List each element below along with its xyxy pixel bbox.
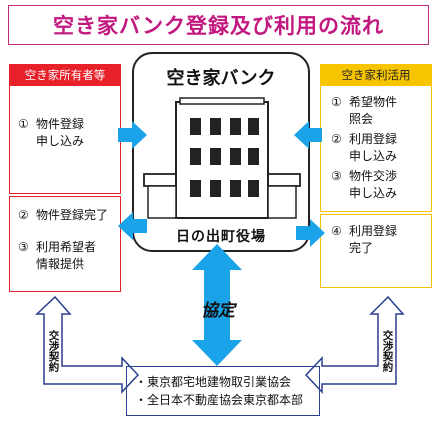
step-number: ③ [331,169,342,183]
step-text: 情報提供 [36,257,85,271]
owner-step-1: ① 物件登録 申し込み [18,116,84,150]
right-negotiation-label: 交渉契約 [381,330,394,372]
association-item: ・全日本不動産協会東京都本部 [135,393,304,407]
owner-step-2: ② 物件登録完了 [18,207,108,224]
user-step-3: ③ 物件交渉 申し込み [331,168,397,202]
step-number: ② [331,132,342,146]
step-number: ③ [18,240,29,254]
step-text: 申し込み [349,149,398,163]
step-number: ④ [331,224,342,238]
user-step-2: ② 利用登録 申し込み [331,131,397,165]
agreement-arrow [192,244,242,366]
page-title: 空き家バンク登録及び利用の流れ [8,5,429,45]
step-text: 物件交渉 [349,169,398,183]
user-step-4: ④ 利用登録 完了 [331,223,397,257]
step-text: 申し込み [349,186,398,200]
step-text: 利用登録 [349,132,398,146]
left-negotiation-label: 交渉契約 [47,330,60,372]
user-step-1: ① 希望物件 照会 [331,94,397,128]
right-negotiation-arrow [304,295,405,394]
owner-request-box: ① 物件登録 申し込み [9,86,121,194]
step-text: 申し込み [36,134,85,148]
bank-to-owner-arrow [118,212,147,240]
owner-to-bank-arrow [118,121,147,149]
bank-title: 空き家バンク [166,68,276,89]
step-number: ① [331,95,342,109]
association-item: ・東京都宅地建物取引業協会 [135,375,292,389]
user-result-box: ④ 利用登録 完了 [320,214,432,288]
step-text: 利用登録 [349,224,398,238]
owner-result-box: ② 物件登録完了 ③ 利用希望者 情報提供 [9,196,121,292]
agreement-label: 協定 [201,301,235,321]
step-text: 希望物件 [349,95,398,109]
akiya-bank-box: 空き家バンク 日の出町役場 [132,52,310,252]
step-number: ① [18,117,29,131]
bank-to-user-arrow [296,219,325,247]
step-text: 物件登録 [36,117,85,131]
real-estate-associations-box: ・東京都宅地建物取引業協会 ・全日本不動産協会東京都本部 [126,366,320,416]
user-header: 空き家利活用 [320,64,432,86]
step-text: 照会 [349,112,374,126]
town-office-label: 日の出町役場 [176,229,266,245]
office-building-icon [143,97,301,219]
owner-step-3: ③ 利用希望者 情報提供 [18,239,96,273]
step-text: 完了 [349,241,374,255]
user-to-bank-arrow [294,121,322,149]
user-request-box: ① 希望物件 照会 ② 利用登録 申し込み ③ 物件交渉 申し込み [320,86,432,212]
step-text: 物件登録完了 [36,208,109,222]
step-number: ② [18,208,29,222]
left-negotiation-arrow [35,295,140,394]
step-text: 利用希望者 [36,240,97,254]
owner-header: 空き家所有者等 [9,64,121,86]
